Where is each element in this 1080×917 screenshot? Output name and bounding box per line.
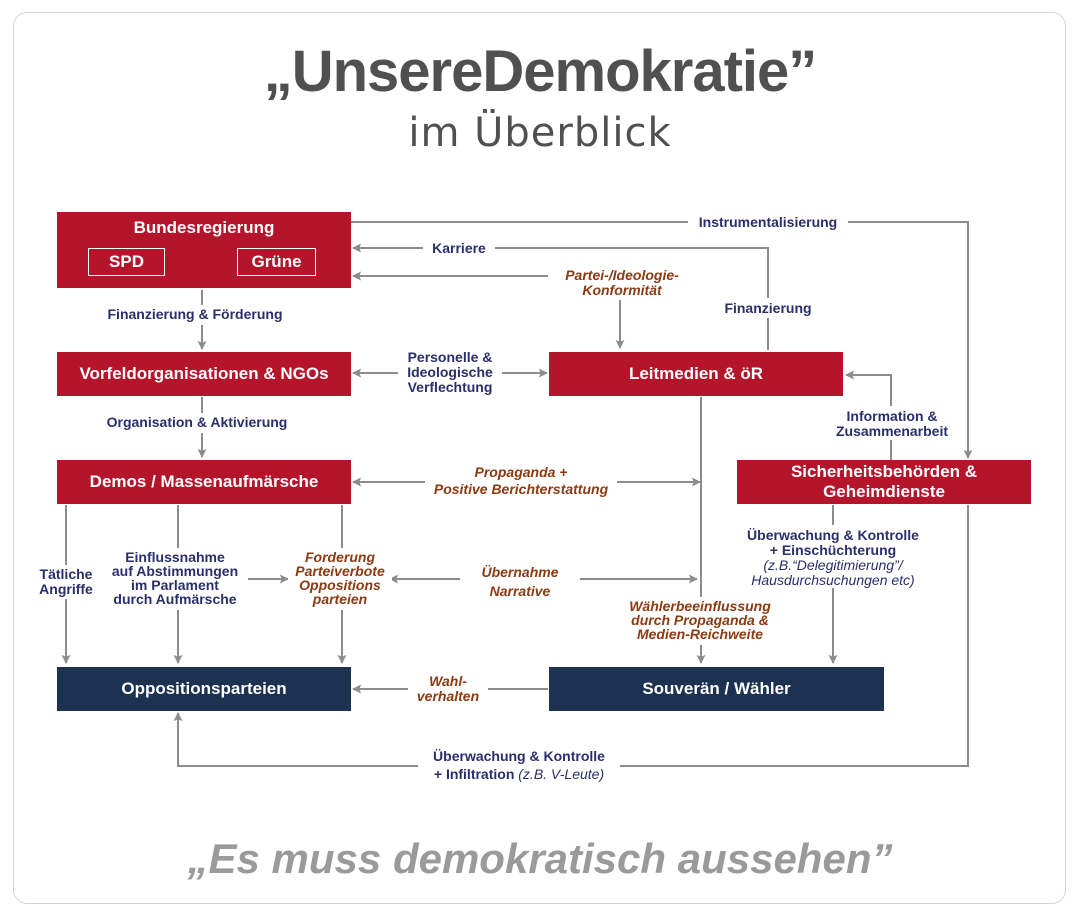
label-forderung: Forderung Parteiverbote Oppositions part… [295,549,385,607]
arrow-instrumentalisierung [351,221,973,459]
label-karriere: Karriere [432,240,486,256]
label-taetliche: Tätliche Angriffe [39,566,93,597]
node-opposition-label: Oppositionsparteien [121,679,287,698]
label-ueberwachung-2-line1: Überwachung & Kontrolle [433,748,605,764]
node-leitmedien-label: Leitmedien & öR [628,364,764,383]
node-sicherheit: Sicherheitsbehörden & Geheimdienste [737,460,1031,504]
node-leitmedien: Leitmedien & öR [549,352,843,396]
label-finanzierung-foerderung: Finanzierung & Förderung [107,306,283,322]
label-organisation: Organisation & Aktivierung [106,414,288,430]
label-ueberwachung-2-line2: + Infiltration [433,766,515,782]
node-opposition: Oppositionsparteien [57,667,351,711]
node-souveraen: Souverän / Wähler [549,667,884,711]
label-ueberwachung-2: Überwachung & Kontrolle + Infiltration (… [418,749,620,782]
node-demos-label: Demos / Massenaufmärsche [89,472,319,491]
label-einflussnahme: Einflussnahme auf Abstimmungen im Parlam… [111,549,239,607]
label-waehlerbeeinflussung: Wählerbeeinflussung durch Propaganda & M… [629,598,771,642]
node-demos: Demos / Massenaufmärsche [57,460,351,504]
label-wahlverhalten: Wahl- verhalten [416,673,480,704]
node-vorfeld-label: Vorfeldorganisationen & NGOs [79,364,329,383]
label-ueberwachung-1-example: (z.B.“Delegitimierung”/ Hausdurchsuchung… [751,557,915,588]
label-instrumentalisierung: Instrumentalisierung [698,214,838,230]
label-uebernahme: Übernahme Narrative [481,564,559,599]
node-souveraen-label: Souverän / Wähler [642,679,791,698]
party-gruene: Grüne [237,248,316,276]
label-information: Information & Zusammenarbeit [835,408,949,439]
label-propaganda: Propaganda + Positive Berichterstattung [433,464,609,497]
label-ueberwachung-1-text: Überwachung & Kontrolle + Einschüchterun… [747,527,919,558]
node-vorfeld: Vorfeldorganisationen & NGOs [57,352,351,396]
node-sicherheit-label: Sicherheitsbehörden & Geheimdienste [790,462,978,501]
label-finanzierung: Finanzierung [724,300,812,316]
label-ueberwachung-2-example: (z.B. V-Leute) [518,766,605,782]
label-ueberwachung-2-line2-wrap: + Infiltration (z.B. V-Leute) [418,767,620,782]
label-ueberwachung-1: Überwachung & Kontrolle + Einschüchterun… [734,528,932,588]
label-partei-ideologie: Partei-/Ideologie- Konformität [565,267,679,298]
party-gruene-label: Grüne [251,252,302,271]
page-subtitle: im Überblick [408,110,672,156]
page-title: „UnsereDemokratie” [263,39,818,104]
tagline: „Es muss demokratisch aussehen” [187,835,893,882]
label-personelle: Personelle & Ideologische Verflechtung [407,349,493,395]
party-spd-label: SPD [109,252,144,271]
node-bundesregierung-label: Bundesregierung [133,218,275,237]
party-spd: SPD [88,248,165,276]
